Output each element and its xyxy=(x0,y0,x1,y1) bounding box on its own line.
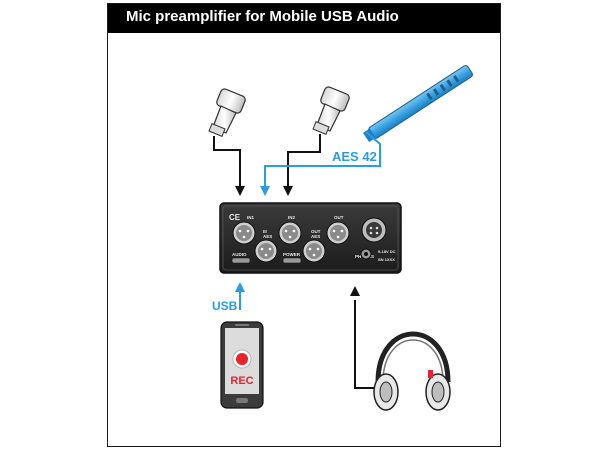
xlr-output[interactable] xyxy=(326,221,350,245)
usb-power-port[interactable] xyxy=(282,257,302,264)
usb-audio-port[interactable] xyxy=(231,257,251,264)
headphones-icon xyxy=(373,331,451,411)
rec-label: REC xyxy=(230,375,253,387)
xlr-input-1[interactable] xyxy=(232,221,256,245)
xlr-input-1-aes[interactable] xyxy=(254,239,278,263)
title-bar: Mic preamplifier for Mobile USB Audio xyxy=(108,4,500,33)
shotgun-microphone-icon xyxy=(363,65,473,143)
usb-label: USB xyxy=(212,299,238,313)
label-out: OUT xyxy=(334,215,344,220)
dc-power-connector[interactable] xyxy=(361,217,387,243)
label-power: POWER xyxy=(283,252,301,257)
aes42-cable xyxy=(260,131,381,196)
xlr-input-2[interactable] xyxy=(278,221,302,245)
page-title: Mic preamplifier for Mobile USB Audio xyxy=(126,8,399,25)
microphone-2-icon xyxy=(312,86,350,135)
label-in2: IN2 xyxy=(288,215,296,220)
label-audio: AUDIO xyxy=(232,252,247,257)
mic2-cable xyxy=(283,134,321,196)
microphone-1-icon xyxy=(208,88,246,137)
usb-cable xyxy=(235,282,245,310)
label-dc: 9-18V DC xyxy=(378,249,396,254)
headphones-cable xyxy=(350,286,376,389)
smartphone-icon: REC xyxy=(220,321,264,409)
aes42-label: AES 42 xyxy=(332,149,377,164)
record-button[interactable] xyxy=(232,349,252,369)
phones-jack[interactable] xyxy=(360,248,372,260)
label-in1: IN1 xyxy=(247,215,255,220)
diagram-frame: Mic preamplifier for Mobile USB Audio xyxy=(107,3,501,447)
xlr-output-aes[interactable] xyxy=(302,239,326,263)
label-sn: SN 1XXX xyxy=(378,257,395,262)
ce-mark: CE xyxy=(229,213,241,222)
mic1-cable xyxy=(213,136,245,196)
